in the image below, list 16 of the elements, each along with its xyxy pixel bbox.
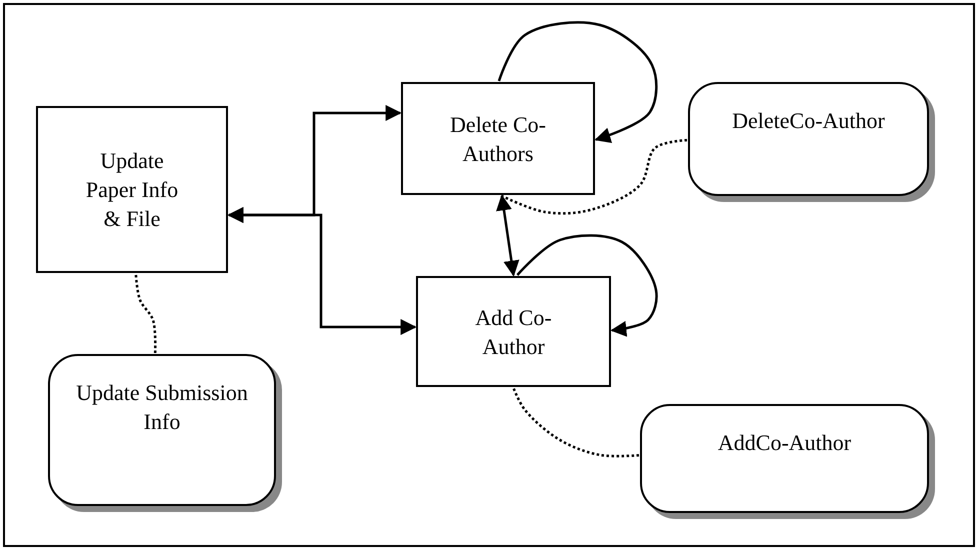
loop-arrow <box>498 21 658 143</box>
node-label: Update Submission Info <box>75 379 249 436</box>
node-label: AddCo-Author <box>718 429 852 457</box>
node-label: Add Co-Author <box>474 304 553 360</box>
loop-arrow <box>516 234 658 337</box>
dotted-connector <box>134 274 157 354</box>
arrow <box>227 207 417 336</box>
process-box <box>416 276 611 387</box>
arrow <box>496 194 520 277</box>
process-box <box>36 106 228 273</box>
process-box <box>401 82 595 195</box>
node-label: DeleteCo-Author <box>732 107 885 135</box>
node-label: Update Paper Info & File <box>84 147 180 233</box>
dotted-connector <box>501 138 688 215</box>
node-label: Delete Co-Authors <box>449 110 547 168</box>
dotted-connector <box>512 388 640 458</box>
